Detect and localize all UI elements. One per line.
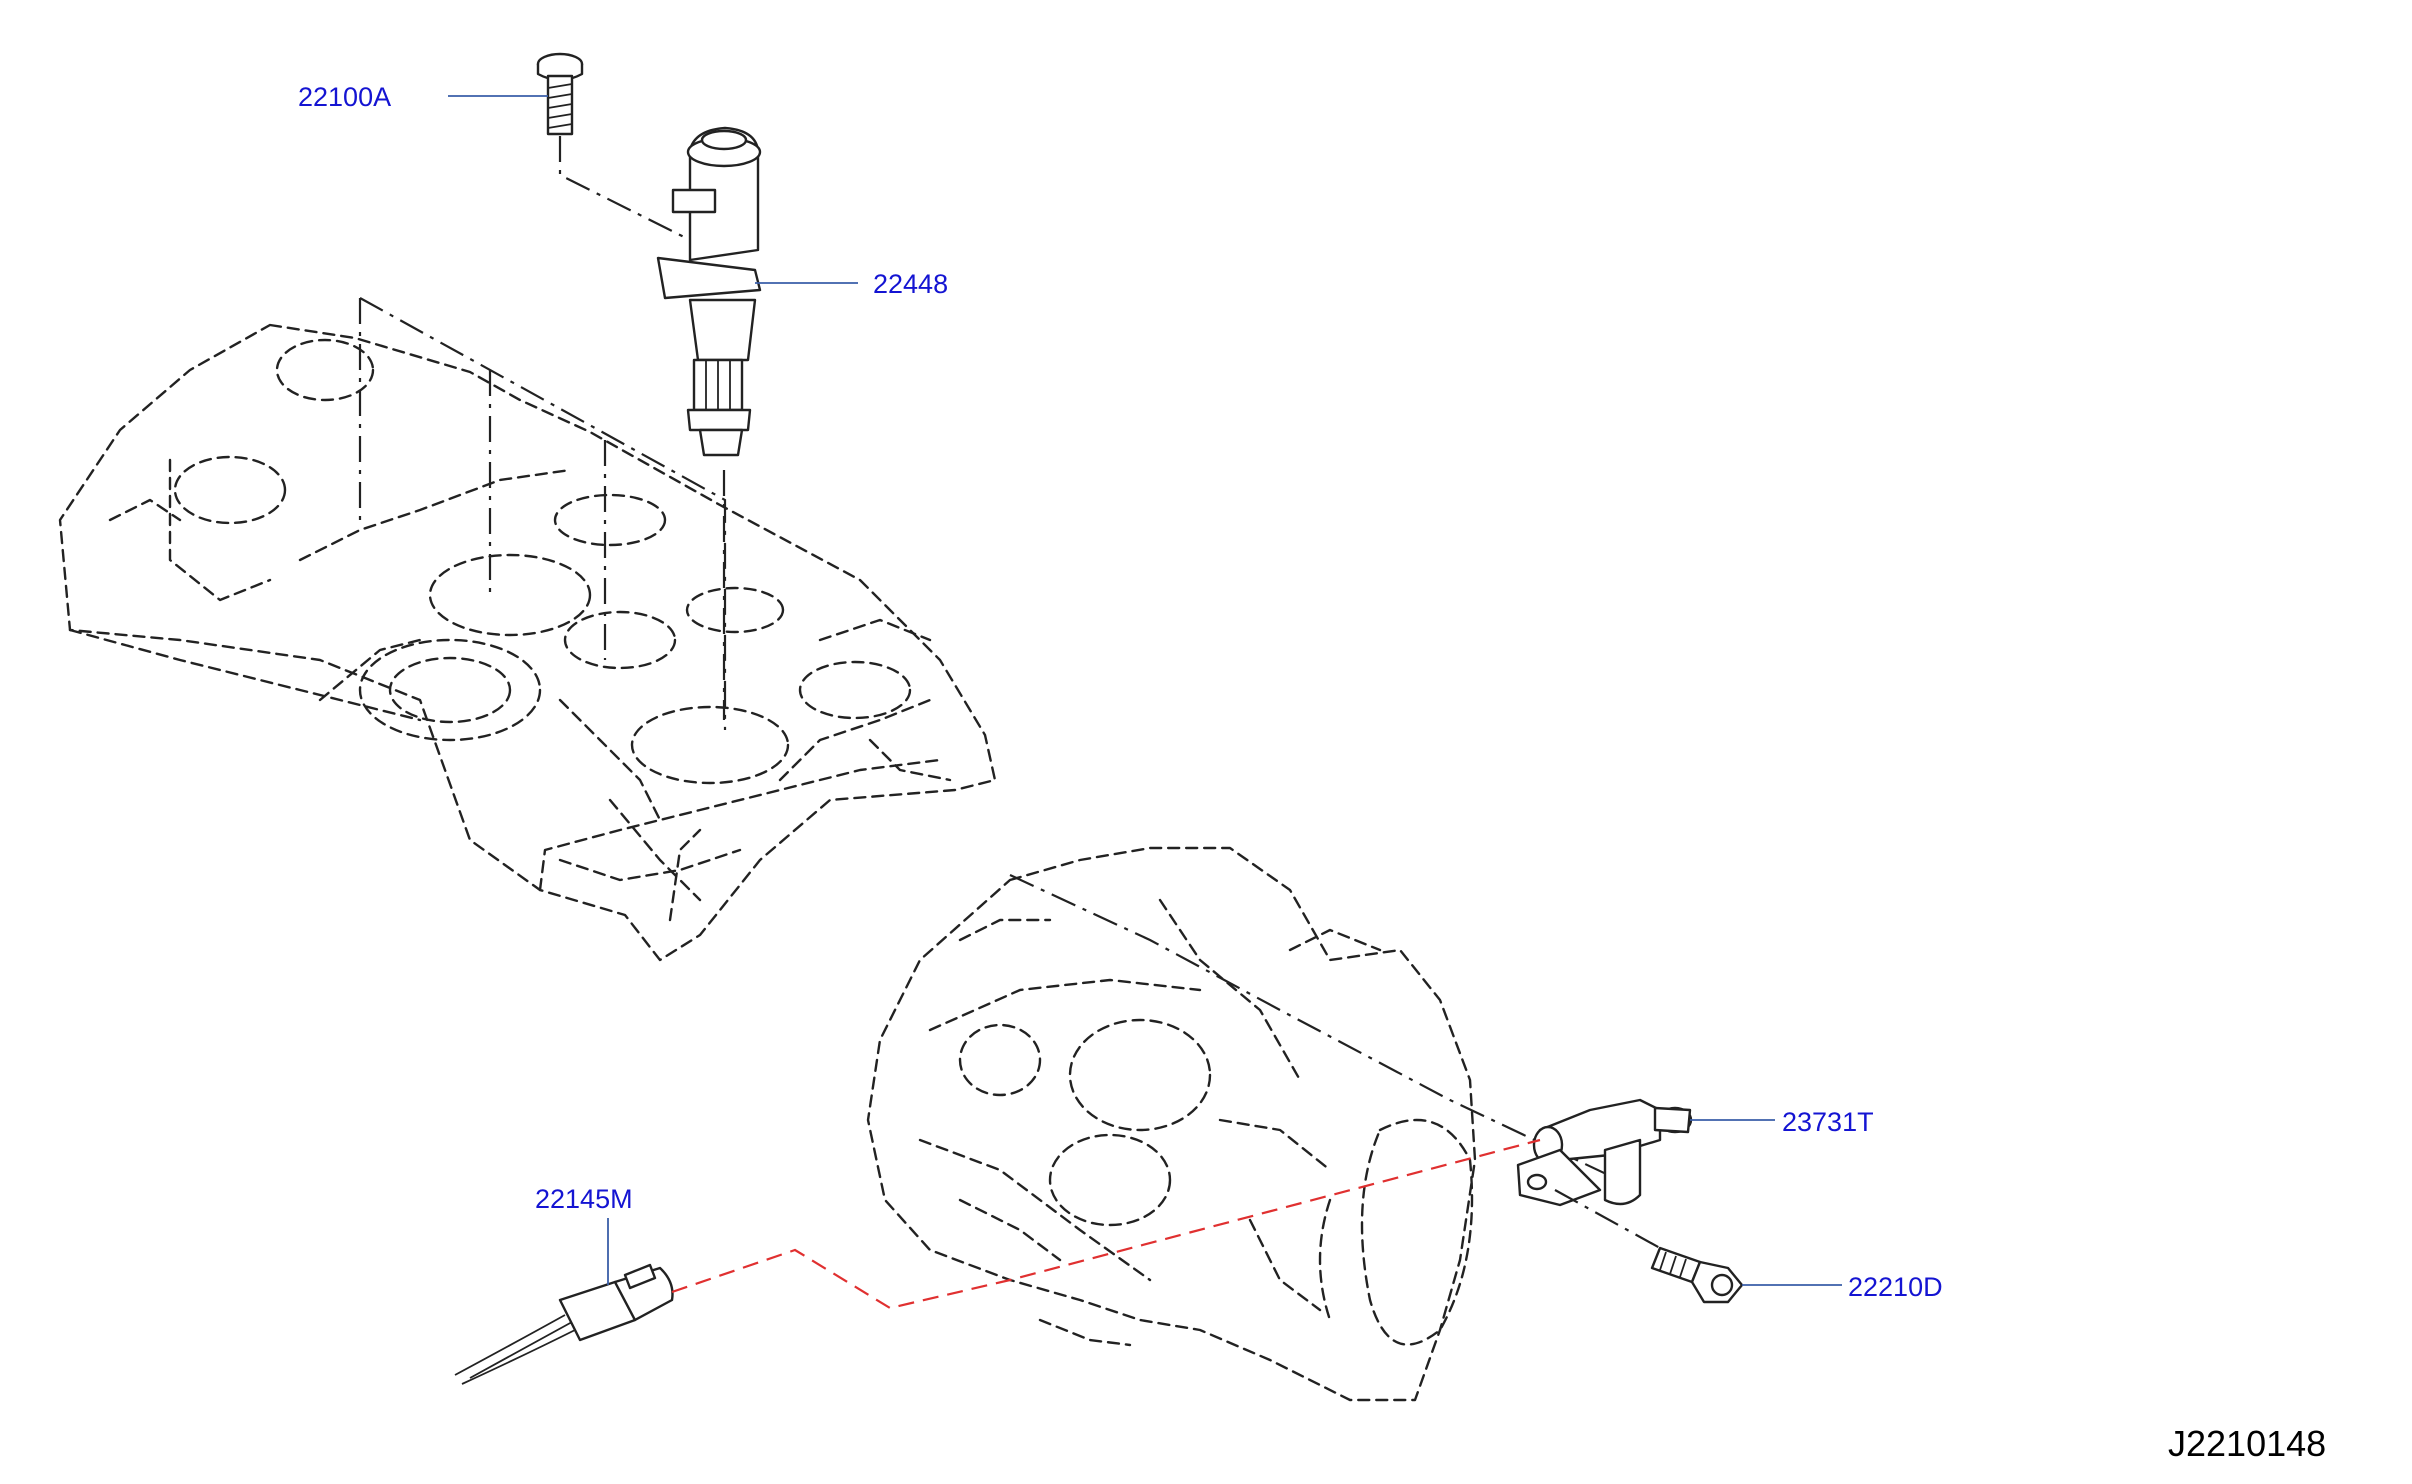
callout-23731T: 23731T (1782, 1107, 1874, 1137)
callout-22448: 22448 (873, 269, 949, 299)
bolt-22100A-shape (536, 52, 691, 241)
connector-22145M-shape (454, 1138, 1541, 1385)
callout-22100A: 22100A (298, 82, 392, 112)
document-id: J2210148 (2168, 1423, 2327, 1464)
callout-22210D: 22210D (1848, 1272, 1943, 1302)
ignition-coil-22448-shape (656, 126, 762, 720)
cylinder-head-phantom (58, 297, 997, 962)
callout-22145M: 22145M (535, 1184, 633, 1214)
transmission-housing-phantom (866, 846, 1641, 1402)
camshaft-sensor-23731T-shape (1516, 1098, 1693, 1207)
bolt-22210D-shape (1554, 1189, 1744, 1304)
